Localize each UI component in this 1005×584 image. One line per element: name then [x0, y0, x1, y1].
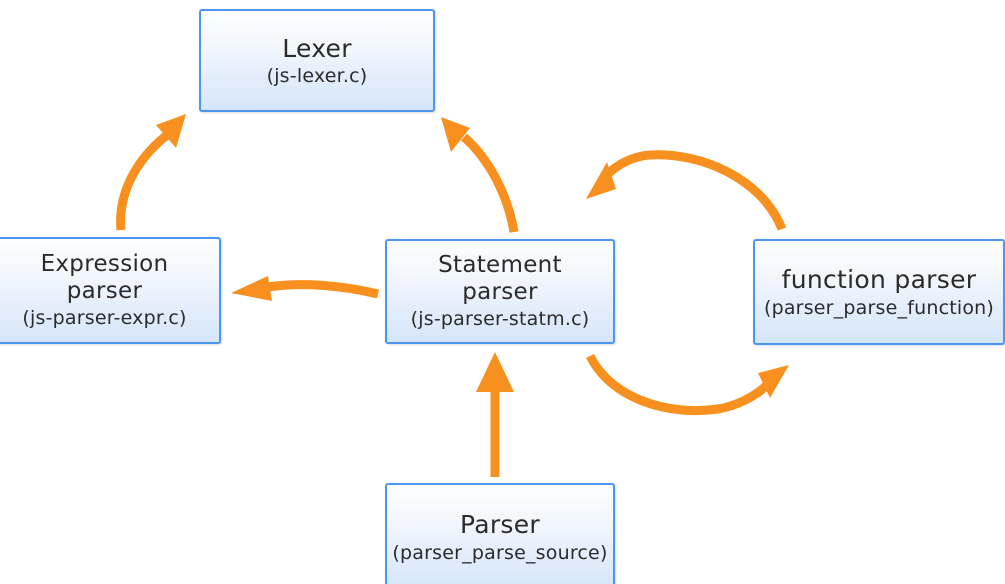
node-lexer-subtitle: (js-lexer.c) — [266, 65, 368, 88]
node-statement-parser[interactable]: Statement parser (js-parser-statm.c) — [385, 239, 615, 344]
node-statement-parser-title-line1: Statement — [438, 252, 562, 279]
edge-expression-to-lexer — [116, 114, 186, 231]
node-function-parser-title: function parser — [781, 265, 977, 295]
node-expression-parser[interactable]: Expression parser (js-parser-expr.c) — [0, 237, 221, 344]
node-parser-title: Parser — [459, 510, 541, 540]
node-lexer-title: Lexer — [282, 33, 352, 63]
node-expression-parser-title-line2: parser — [66, 278, 143, 305]
edge-parser-to-statement — [476, 352, 514, 477]
node-expression-parser-title-line1: Expression — [40, 251, 169, 278]
node-lexer[interactable]: Lexer (js-lexer.c) — [199, 9, 435, 112]
node-function-parser[interactable]: function parser (parser_parse_function) — [753, 239, 1005, 345]
edge-statement-to-function — [585, 353, 789, 416]
edge-statement-to-lexer — [441, 117, 519, 233]
node-statement-parser-title-line2: parser — [462, 279, 538, 306]
node-function-parser-subtitle: (parser_parse_function) — [763, 296, 995, 319]
node-parser-subtitle: (parser_parse_source) — [392, 541, 608, 564]
node-statement-parser-subtitle: (js-parser-statm.c) — [410, 308, 590, 331]
node-parser[interactable]: Parser (parser_parse_source) — [385, 483, 615, 584]
edge-statement-to-expression — [231, 276, 380, 301]
edge-function-to-statement — [586, 150, 787, 231]
node-expression-parser-subtitle: (js-parser-expr.c) — [22, 307, 187, 330]
